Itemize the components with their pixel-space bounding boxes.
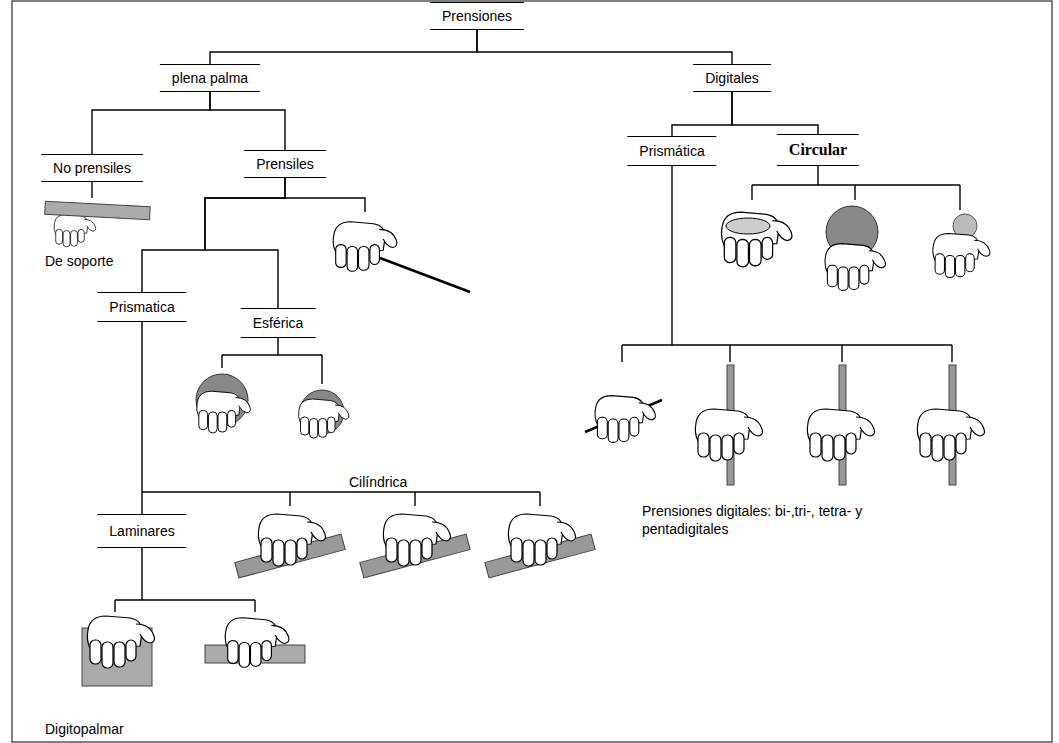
tree-lines (92, 166, 960, 612)
branch-heading: plena palma (160, 64, 260, 92)
branch-heading: Prensiones (430, 2, 524, 30)
heading-text: Prismatica (109, 299, 174, 315)
heading-text: No prensiles (53, 160, 131, 176)
branch-heading: Prismatica (97, 292, 186, 322)
heading-text: Laminares (109, 523, 174, 539)
heading-text: Esférica (253, 315, 304, 331)
tree-connector (210, 92, 285, 150)
tree-connector (210, 30, 477, 64)
heading-text: plena palma (172, 70, 248, 86)
heading-text: Circular (789, 141, 847, 159)
branch-heading: Prensiles (244, 150, 326, 178)
support-grasp (45, 201, 151, 246)
tree-connector (142, 178, 285, 292)
branch-heading: Circular (777, 134, 859, 166)
heading-text: Prismática (639, 143, 704, 159)
tree-connector (477, 30, 732, 64)
caption-label: De soporte (45, 252, 113, 270)
caption-label: Cilíndrica (346, 473, 410, 491)
tree-connector (92, 92, 210, 154)
laminar-grasps (82, 616, 305, 686)
tree-connector (732, 92, 818, 134)
branch-heading: Laminares (97, 514, 186, 548)
cylindrical-grasps (235, 514, 595, 578)
branch-heading: No prensiles (41, 154, 143, 182)
digital-grasps (585, 365, 985, 485)
pencil-grasp (333, 222, 470, 292)
caption-label: Prensiones digitales: bi-,tri-, tetra- y… (642, 502, 912, 538)
tree-connector (141, 322, 142, 514)
heading-text: Digitales (705, 70, 759, 86)
tree-connector (205, 178, 285, 308)
heading-text: Prensiones (442, 8, 512, 24)
branch-heading: Esférica (241, 308, 316, 338)
branch-heading: Prismática (627, 136, 716, 166)
frame (12, 1, 1052, 742)
caption-label: Digitopalmar (45, 720, 124, 738)
circular-grasps (722, 206, 990, 290)
spherical-grasps (196, 374, 349, 438)
heading-text: Prensiles (256, 156, 314, 172)
branch-heading: Digitales (693, 64, 771, 92)
tree-connector (672, 92, 732, 136)
